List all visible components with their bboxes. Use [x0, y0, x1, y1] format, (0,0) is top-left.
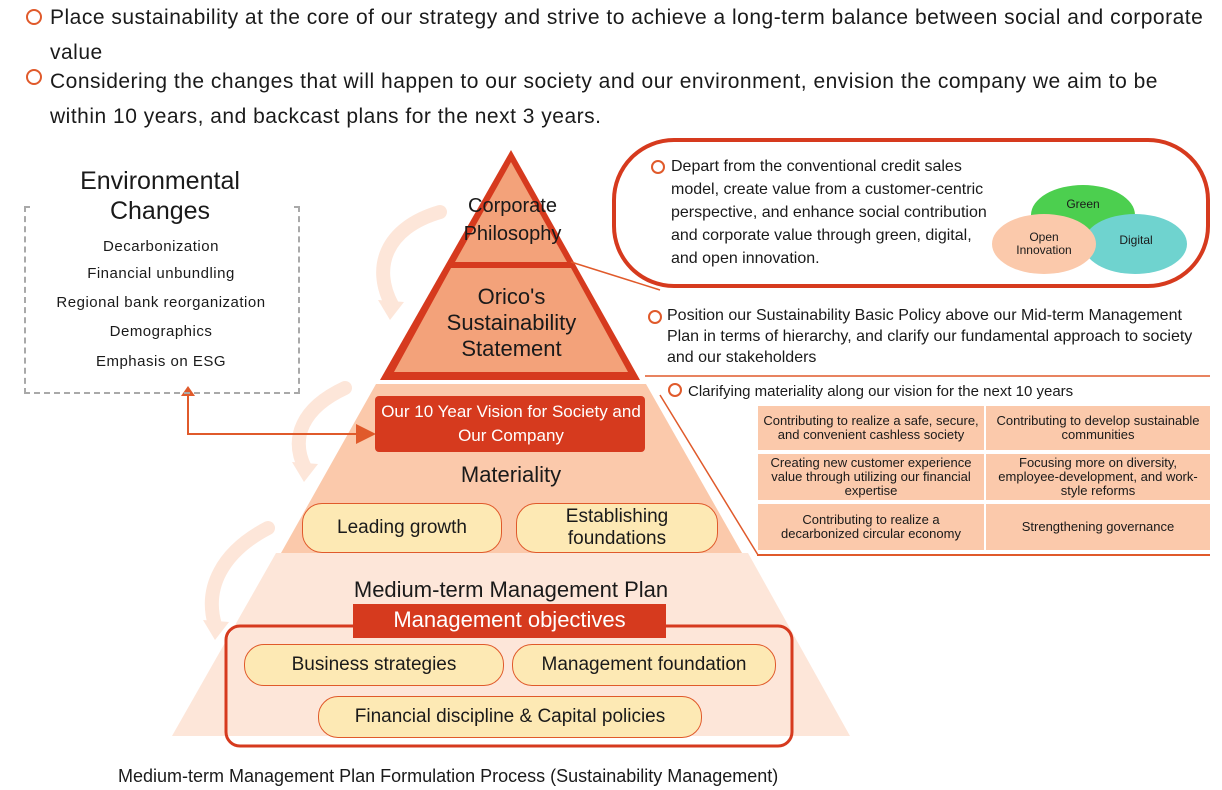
establishing-foundations-pill: Establishing foundations	[516, 503, 718, 553]
env-item: Decarbonization	[103, 238, 219, 255]
mtmp-title: Medium-term Management Plan	[353, 577, 669, 602]
intro-bullet-text: Place sustainability at the core of our …	[50, 6, 1204, 64]
connector-line	[570, 261, 661, 291]
env-item: Demographics	[109, 323, 213, 340]
ring-bullet-icon	[26, 69, 42, 85]
sustainability-statement-band	[394, 268, 628, 372]
venn-green-label: Green	[1066, 197, 1100, 211]
curved-arrow-1	[376, 205, 447, 312]
venn-digital-label: Digital	[1119, 233, 1153, 247]
backcast-arrows	[204, 205, 447, 632]
corporate-philosophy-band	[455, 162, 567, 262]
arrow-head-2	[292, 462, 318, 482]
curved-arrow-2	[291, 381, 352, 475]
materiality-cell: Strengthening governance	[986, 504, 1210, 550]
innovation-callout-body: Depart from the conventional credit sale…	[671, 158, 987, 267]
materiality-heading: Clarifying materiality along our vision …	[688, 383, 1074, 400]
materiality-cell: Contributing to develop sustainable comm…	[986, 406, 1210, 450]
arrow-head-1	[378, 300, 404, 320]
env-item: Emphasis on ESG	[95, 353, 227, 370]
leading-growth-pill: Leading growth	[302, 503, 502, 553]
env-item: Financial unbundling	[87, 265, 235, 282]
digital-circle	[1083, 214, 1187, 274]
env-to-vision-arrow	[187, 395, 376, 444]
ring-bullet-icon	[668, 383, 682, 397]
materiality-cell: Focusing more on diversity, employee-dev…	[986, 454, 1210, 500]
connector-line-2	[659, 394, 759, 556]
mtmp-band	[172, 553, 850, 736]
materiality-cell: Creating new customer experience value t…	[758, 454, 984, 500]
materiality-label: Materiality	[460, 462, 562, 487]
vision-box	[375, 396, 645, 452]
policy-callout-text: Position our Sustainability Basic Policy…	[667, 307, 1193, 366]
financial-discipline-pill: Financial discipline & Capital policies	[318, 696, 702, 738]
venn-open-innovation-label: Open Innovation	[1016, 230, 1072, 257]
sustainability-statement-label: Orico's Sustainability Statement	[446, 284, 577, 361]
environmental-changes-title: Environmental Changes	[30, 166, 290, 226]
ring-bullet-icon	[648, 310, 662, 324]
ring-bullet-icon	[26, 9, 42, 25]
materiality-cell: Contributing to realize a decarbonized c…	[758, 504, 984, 550]
env-item: Regional bank reorganization	[56, 294, 266, 311]
innovation-callout-text: Depart from the conventional credit sale…	[671, 155, 1141, 270]
intro-bullet-text: Considering the changes that will happen…	[50, 70, 1158, 128]
intro-bullet-2: Considering the changes that will happen…	[26, 64, 1216, 134]
figure-caption: Medium-term Management Plan Formulation …	[118, 766, 779, 786]
management-foundation-pill: Management foundation	[512, 644, 776, 686]
ring-bullet-icon	[651, 160, 665, 174]
business-strategies-pill: Business strategies	[244, 644, 504, 686]
open-innovation-circle	[992, 214, 1096, 274]
objectives-title-box	[353, 604, 666, 638]
curved-arrow-3	[204, 521, 275, 632]
vision-label: Our 10 Year Vision for Society and Our C…	[381, 402, 641, 445]
objectives-title: Management objectives	[393, 607, 626, 632]
corporate-philosophy-label: Corporate Philosophy	[463, 195, 562, 245]
intro-bullet-1: Place sustainability at the core of our …	[26, 0, 1216, 70]
materiality-cell: Contributing to realize a safe, secure, …	[758, 406, 984, 450]
arrow-head-3	[203, 620, 229, 640]
